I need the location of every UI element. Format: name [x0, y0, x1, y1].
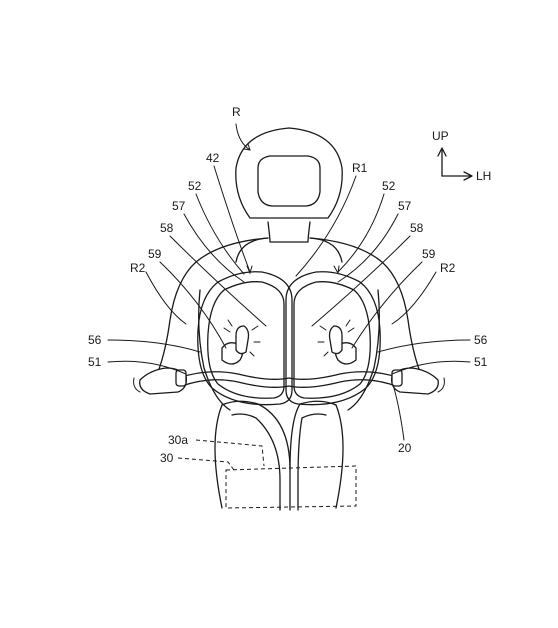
- label-56-left: 56: [88, 333, 102, 347]
- label-57-right: 57: [398, 199, 412, 213]
- label-30a: 30a: [168, 433, 188, 447]
- label-lh: LH: [476, 169, 491, 183]
- direction-indicator: [437, 147, 473, 181]
- dashed-component: [177, 439, 357, 509]
- label-51-left: 51: [88, 355, 102, 369]
- label-42: 42: [206, 151, 220, 165]
- leader-lines: [107, 123, 471, 441]
- handlebar: [177, 371, 401, 388]
- label-51-right: 51: [474, 355, 488, 369]
- label-52-right: 52: [382, 179, 396, 193]
- label-R2-right: R2: [440, 261, 456, 275]
- vehicle-body: [214, 400, 344, 511]
- label-59-left: 59: [148, 247, 162, 261]
- label-59-right: 59: [422, 247, 436, 261]
- rider-torso: [157, 237, 421, 411]
- label-R2-left: R2: [130, 261, 146, 275]
- label-20: 20: [398, 441, 412, 455]
- label-58-left: 58: [160, 221, 174, 235]
- label-57-left: 57: [172, 199, 186, 213]
- label-58-right: 58: [410, 221, 424, 235]
- label-R1: R1: [352, 161, 368, 175]
- helmet: [235, 127, 343, 243]
- label-52-left: 52: [188, 179, 202, 193]
- label-up: UP: [432, 129, 449, 143]
- airbag: [197, 271, 381, 406]
- label-56-right: 56: [474, 333, 488, 347]
- label-30: 30: [160, 451, 174, 465]
- label-R: R: [232, 105, 241, 119]
- vents: [221, 319, 357, 365]
- hands: [133, 367, 445, 395]
